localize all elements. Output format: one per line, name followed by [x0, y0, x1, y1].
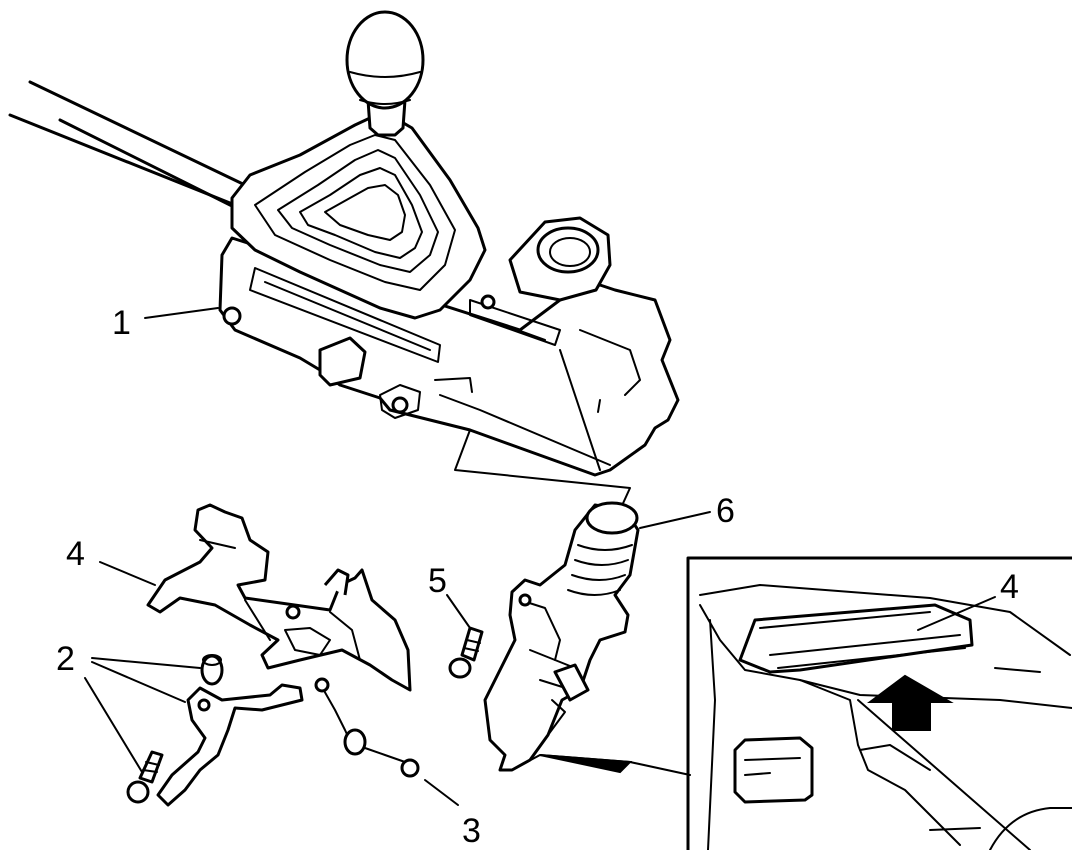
- callout-5: 5: [428, 562, 447, 600]
- shift-knob: [345, 10, 425, 110]
- shift-boot: [230, 116, 487, 320]
- callout-6: 6: [716, 492, 735, 530]
- shift-cables: [8, 80, 247, 212]
- callout-2: 2: [56, 640, 75, 678]
- inset-switch-box: [733, 736, 814, 804]
- bolt-right: [448, 626, 484, 679]
- callout-3: 3: [462, 812, 481, 850]
- spring-clip: [314, 677, 420, 778]
- bracket-plate: [146, 503, 412, 692]
- callout-4: 4: [66, 535, 85, 573]
- detail-inset: [686, 556, 1072, 850]
- callout-1: 1: [112, 304, 131, 342]
- selector-cylinder: [483, 501, 640, 772]
- inset-trim-panel: [738, 603, 974, 674]
- arrow-up-icon: [866, 674, 954, 731]
- callout-4-inset: 4: [1000, 568, 1019, 606]
- bolt-left: [126, 750, 164, 804]
- assembly-leader-line: [454, 429, 631, 511]
- shifter-assembly: [8, 10, 680, 477]
- bushing: [200, 654, 224, 686]
- callout-leaders: [84, 307, 996, 806]
- lower-lever: [156, 654, 304, 807]
